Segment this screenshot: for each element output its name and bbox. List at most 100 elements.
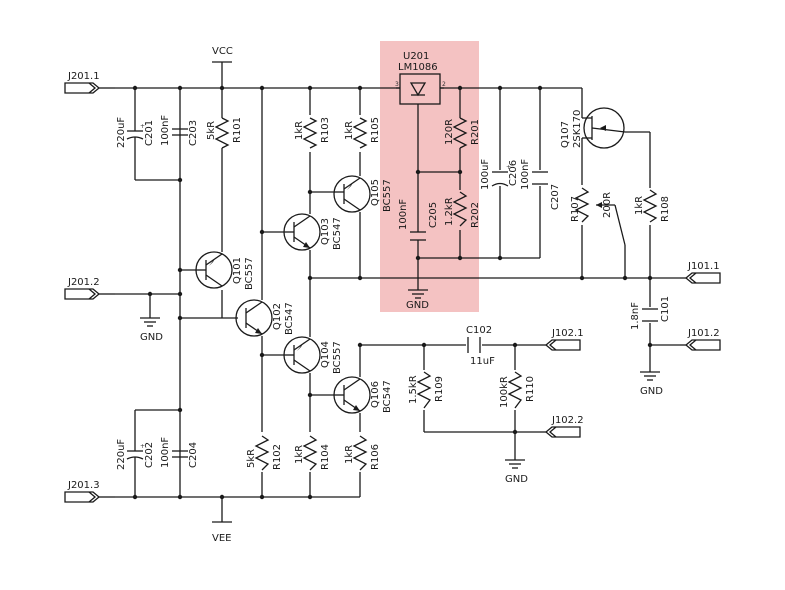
connector-label: J102.1 <box>551 328 584 339</box>
component-ref: R108 <box>660 196 671 222</box>
component-value: 1kR <box>344 121 355 140</box>
component-ref: Q101 <box>232 257 243 284</box>
wires <box>115 62 680 522</box>
component-ref: R102 <box>272 444 283 470</box>
transistor-q106: Q106 BC547 <box>333 376 393 414</box>
capacitor-c202: + 220uF C202 <box>116 435 155 472</box>
component-ref: R105 <box>370 117 381 143</box>
capacitor-c204: 100nF C204 <box>160 437 199 468</box>
transistor-q103: Q103 BC547 <box>283 213 343 251</box>
capacitor-c102: C102 11uF <box>466 325 495 367</box>
component-value: 220uF <box>116 439 127 470</box>
gnd-label: GND <box>505 474 528 485</box>
component-ref: C203 <box>188 120 199 146</box>
component-value: 1kR <box>634 196 645 215</box>
component-ref: Q105 <box>370 179 381 206</box>
connector-label: J102.2 <box>551 415 584 426</box>
resistor-r201: 120R R201 <box>444 117 481 149</box>
component-ref: C207 <box>550 184 561 210</box>
component-value: BC547 <box>284 302 295 335</box>
component-ref: R104 <box>320 444 331 470</box>
resistor-r103: 1kR R103 <box>294 117 331 149</box>
component-value: 5kR <box>246 449 257 468</box>
component-ref: R103 <box>320 117 331 143</box>
component-ref: C201 <box>144 120 155 146</box>
component-value: 2SK170 <box>572 110 583 148</box>
component-ref: R201 <box>470 119 481 145</box>
connector-j201-1: J201.1 <box>64 71 101 94</box>
connector-j201-3: J201.3 <box>64 480 101 503</box>
component-value: 1.5kR <box>408 375 419 404</box>
svg-text:+: + <box>140 123 145 130</box>
resistor-r110: 100kR R110 <box>499 371 536 409</box>
component-ref: R101 <box>232 117 243 143</box>
regulator-u201: 3 2 U201 LM1086 <box>395 51 446 105</box>
component-ref: R106 <box>370 444 381 470</box>
gnd-label: GND <box>140 332 163 343</box>
connector-stubs <box>99 87 686 498</box>
capacitor-c203: 100nF C203 <box>160 115 199 146</box>
component-value: 100nF <box>398 199 409 230</box>
component-ref: Q104 <box>320 341 331 368</box>
component-ref: U201 <box>403 51 429 62</box>
resistor-r107: R107 200R <box>570 187 613 223</box>
vcc-symbol: VCC <box>212 46 233 63</box>
resistor-r108: 1kR R108 <box>634 189 671 223</box>
ground-symbol: GND <box>640 371 663 397</box>
connector-label: J201.3 <box>67 480 100 491</box>
transistor-q102: Q102 BC547 <box>235 299 295 337</box>
connector-label: J101.2 <box>687 328 720 339</box>
connector-j101-2: J101.2 <box>684 328 721 351</box>
component-value: BC557 <box>332 341 343 374</box>
component-ref: C205 <box>428 202 439 228</box>
capacitor-c207: 100nF C207 <box>520 159 561 210</box>
regulator-highlight <box>380 41 479 312</box>
component-value: 100nF <box>520 159 531 190</box>
connector-label: J201.2 <box>67 277 100 288</box>
transistor-q107: Q107 2SK170 <box>560 105 626 149</box>
component-value: 1kR <box>294 445 305 464</box>
component-ref: C204 <box>188 442 199 468</box>
capacitor-c101: 1.8nF C101 <box>630 296 671 330</box>
junction-dots <box>132 85 653 500</box>
component-ref: R110 <box>525 376 536 402</box>
component-value: LM1086 <box>398 62 438 73</box>
resistor-r109: 1.5kR R109 <box>408 371 445 409</box>
resistor-r104: 1kR R104 <box>294 435 331 471</box>
component-value: BC557 <box>244 257 255 290</box>
transistor-q101: Q101 BC557 <box>195 251 255 290</box>
component-value: 120R <box>444 119 455 145</box>
component-value: BC547 <box>382 380 393 413</box>
connector-j101-1: J101.1 <box>684 261 721 284</box>
connector-j102-2: J102.2 <box>544 415 584 438</box>
connector-j201-2: J201.2 <box>64 277 101 300</box>
connector-j102-1: J102.1 <box>544 328 584 351</box>
component-ref: Q103 <box>320 218 331 245</box>
svg-text:2: 2 <box>442 81 446 88</box>
connector-label: J101.1 <box>687 261 720 272</box>
component-ref: R202 <box>470 202 481 228</box>
resistor-r106: 1kR R106 <box>344 435 381 471</box>
component-value: 11uF <box>470 356 495 367</box>
component-value: 5kR <box>206 121 217 140</box>
ground-symbol: GND <box>406 289 429 311</box>
component-value: 200R <box>602 192 613 218</box>
vcc-label: VCC <box>212 46 233 57</box>
transistor-q104: Q104 BC557 <box>283 336 343 374</box>
ground-symbol: GND <box>140 317 163 343</box>
capacitor-c201: + 220uF C201 <box>116 115 155 152</box>
component-value: 1kR <box>344 445 355 464</box>
vee-symbol: VEE <box>212 521 232 544</box>
component-value: 100uF <box>480 159 491 190</box>
capacitor-c205: 100nF C205 <box>398 199 439 244</box>
component-value: BC557 <box>382 179 393 212</box>
component-ref: Q102 <box>272 303 283 330</box>
capacitor-c206: + 100uF C206 <box>480 159 519 190</box>
svg-text:+: + <box>140 443 145 450</box>
resistor-r202: 1.2kR R202 <box>444 191 481 228</box>
component-ref: C101 <box>660 296 671 322</box>
component-ref: C202 <box>144 442 155 468</box>
gnd-label: GND <box>406 300 429 311</box>
vee-label: VEE <box>212 533 231 544</box>
